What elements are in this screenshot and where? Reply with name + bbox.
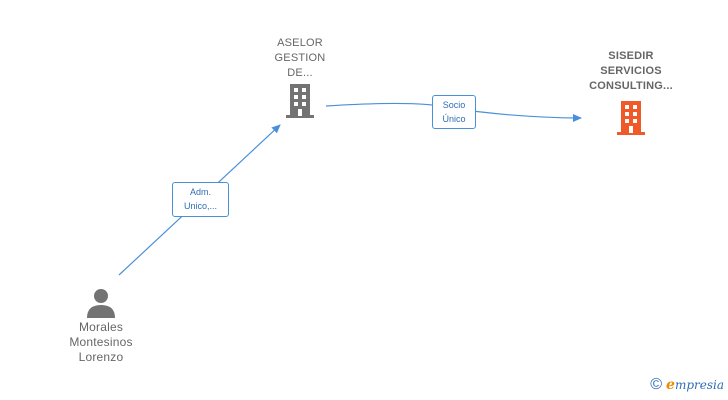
person-name-line: Morales: [78, 320, 124, 334]
brand-logo-text: mpresia: [674, 378, 724, 392]
person-name: Morales Montesinos Lorenzo: [60, 320, 142, 365]
edge-label-line: Unico,...: [183, 201, 217, 211]
brand-footer: © e mpresia: [650, 376, 724, 394]
edge-label-socio-unico[interactable]: Socio Único: [432, 95, 476, 129]
company-name-line: DE...: [287, 67, 313, 79]
person-name-line: Lorenzo: [78, 350, 124, 364]
building-icon: [286, 84, 314, 118]
company-name-line: ASELOR: [277, 37, 323, 49]
brand-logo-initial: e: [666, 377, 675, 393]
edge-label-line: Adm.: [189, 187, 211, 197]
person-name-line: Montesinos: [69, 335, 133, 349]
edge-label-line: Socio: [442, 100, 466, 110]
person-node-morales[interactable]: Morales Montesinos Lorenzo: [60, 288, 142, 365]
company-name-line: SISEDIR: [608, 50, 654, 62]
company-name-line: CONSULTING...: [589, 80, 673, 92]
building-icon: [617, 101, 645, 135]
company-name-sisedir: SISEDIR SERVICIOS CONSULTING...: [572, 49, 690, 94]
company-node-sisedir[interactable]: SISEDIR SERVICIOS CONSULTING...: [572, 49, 690, 136]
company-name-line: GESTION: [274, 52, 326, 64]
copyright-icon: ©: [650, 376, 663, 393]
person-icon: [87, 289, 115, 318]
edge-label-adm-unico[interactable]: Adm. Unico,...: [172, 182, 229, 217]
company-name-line: SERVICIOS: [600, 65, 662, 77]
company-node-aselor[interactable]: ASELOR GESTION DE...: [260, 36, 340, 119]
company-name-aselor: ASELOR GESTION DE...: [260, 36, 340, 81]
edge-label-line: Único: [442, 114, 466, 124]
